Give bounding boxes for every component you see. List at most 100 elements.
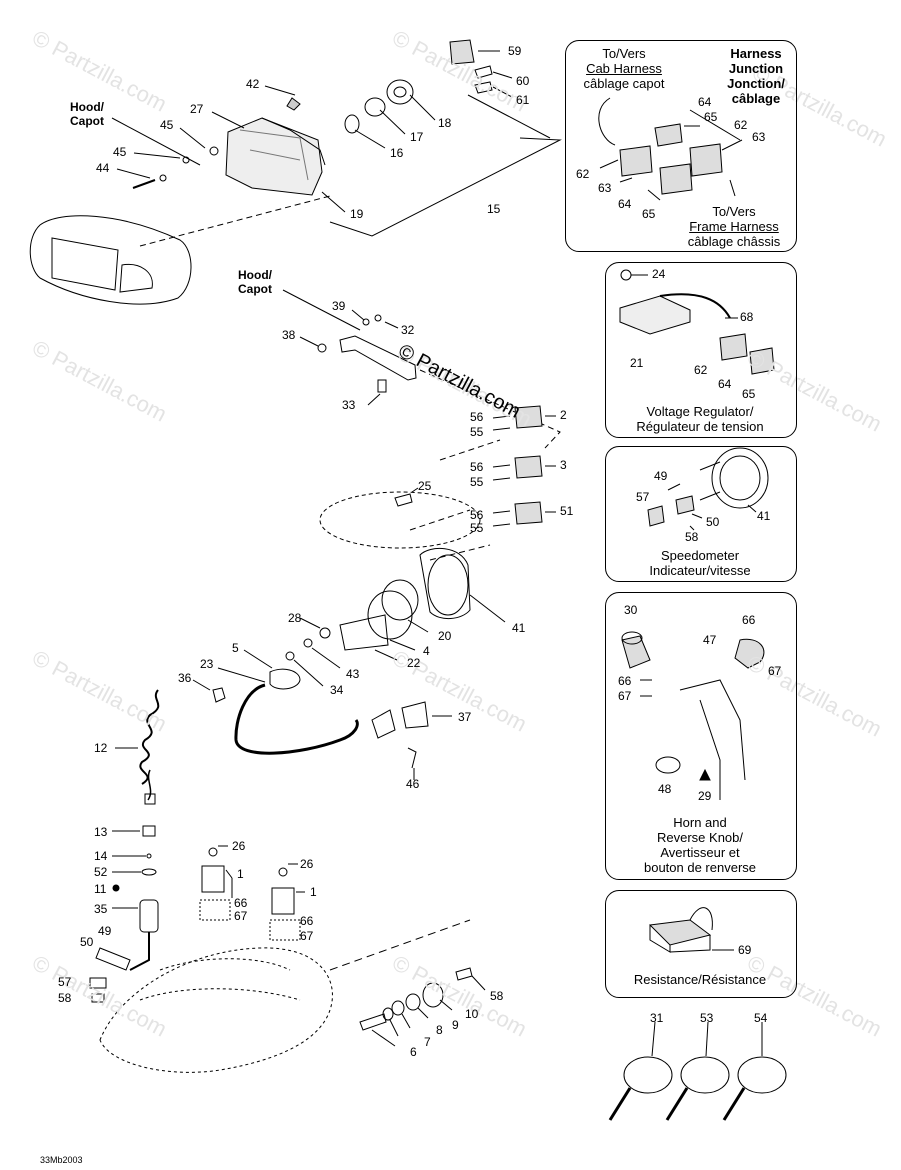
part-number: 57 — [636, 490, 650, 504]
part-number: 68 — [740, 310, 754, 324]
frame-outline — [99, 919, 471, 1073]
horn-knob-art — [621, 631, 765, 800]
speedometer-gauge — [192, 491, 506, 691]
part-number: 7 — [424, 1035, 431, 1049]
part-number: 18 — [438, 116, 452, 130]
part-number: 45 — [113, 145, 127, 159]
part-number: 3 — [560, 458, 567, 472]
part-number: 58 — [685, 530, 699, 544]
part-number: 69 — [738, 943, 752, 957]
part-number: 22 — [407, 656, 421, 670]
part-number: 42 — [246, 77, 260, 91]
part-number: 19 — [350, 207, 364, 221]
top-leaders — [111, 50, 562, 247]
part-number: 4 — [423, 644, 430, 658]
part-number: 17 — [410, 130, 424, 144]
part-number: 49 — [98, 924, 112, 938]
part-number: 57 — [58, 975, 72, 989]
part-number: 66 — [300, 914, 314, 928]
part-number: 56 — [470, 460, 484, 474]
part-number: 67 — [234, 909, 248, 923]
top-connectors — [449, 39, 493, 94]
part-number: 58 — [58, 991, 72, 1005]
part-number: 67 — [300, 929, 314, 943]
resistance-caption: Resistance/Résistance — [633, 972, 767, 987]
part-number: 64 — [698, 95, 712, 109]
part-number: 6 — [410, 1045, 417, 1059]
part-number: 61 — [516, 93, 530, 107]
hood-label: Hood/Capot — [70, 100, 104, 128]
hood-label: Hood/Capot — [238, 268, 272, 296]
part-number: 30 — [624, 603, 638, 617]
voltage-regulator-caption: Voltage Regulator/Régulateur de tension — [636, 404, 764, 434]
part-number: 44 — [96, 161, 110, 175]
harness-junction-box — [565, 40, 797, 252]
part-number: 12 — [94, 741, 108, 755]
cab-harness-note: To/Vers Cab Harness câblage capot — [583, 46, 665, 91]
cable — [212, 683, 359, 755]
part-number: 23 — [200, 657, 214, 671]
part-number: 62 — [694, 363, 708, 377]
mount-bracket — [282, 289, 561, 449]
part-number: 8 — [436, 1023, 443, 1037]
part-number: 62 — [576, 167, 590, 181]
resistance-box — [605, 890, 797, 998]
part-number: 56 — [470, 410, 484, 424]
part-number: 66 — [234, 896, 248, 910]
part-number: 52 — [94, 865, 108, 879]
part-number: 37 — [458, 710, 472, 724]
part-number: 64 — [618, 197, 632, 211]
key-switch-parts — [89, 825, 159, 1003]
clip-and-screw — [371, 701, 452, 780]
part-number: 36 — [178, 671, 192, 685]
part-number: 21 — [630, 356, 644, 370]
frame-harness-note: To/Vers Frame Harness câblage châssis — [687, 204, 781, 249]
part-number: 13 — [94, 825, 108, 839]
part-number: 41 — [757, 509, 771, 523]
part-number: 26 — [232, 839, 246, 853]
part-number: 67 — [768, 664, 782, 678]
part-number: 49 — [654, 469, 668, 483]
part-number: 50 — [706, 515, 720, 529]
part-number: 63 — [752, 130, 766, 144]
resistance-art — [648, 907, 734, 953]
part-number: 54 — [754, 1011, 768, 1025]
part-number: 32 — [401, 323, 415, 337]
voltage-regulator-art — [619, 269, 775, 375]
dash-panel — [29, 215, 192, 305]
part-number: 48 — [658, 782, 672, 796]
speedometer-box-art — [647, 447, 769, 531]
part-number: 67 — [618, 689, 632, 703]
part-number: 65 — [742, 387, 756, 401]
part-number: 27 — [190, 102, 204, 116]
part-number: 65 — [704, 110, 718, 124]
part-number: 5 — [232, 641, 239, 655]
part-number: 55 — [470, 475, 484, 489]
part-number: 9 — [452, 1018, 459, 1032]
part-number: 56 — [470, 508, 484, 522]
part-number: 28 — [288, 611, 302, 625]
part-number: 45 — [160, 118, 174, 132]
cable-ties-art — [608, 1021, 787, 1121]
part-number: 15 — [487, 202, 501, 216]
part-number: 62 — [734, 118, 748, 132]
part-number: 43 — [346, 667, 360, 681]
part-number: 41 — [512, 621, 526, 635]
part-number: 10 — [465, 1007, 479, 1021]
part-number: 34 — [330, 683, 344, 697]
part-number: 51 — [560, 504, 574, 518]
part-number: 66 — [618, 674, 632, 688]
toggle-switches — [199, 845, 305, 941]
coiled-cord — [115, 689, 160, 805]
lamp-socket — [359, 967, 486, 1047]
part-number: 31 — [650, 1011, 664, 1025]
switch-cluster — [394, 405, 556, 561]
part-number: 50 — [80, 935, 94, 949]
part-number: 26 — [300, 857, 314, 871]
harness-junction-art — [598, 97, 743, 201]
part-number: 60 — [516, 74, 530, 88]
part-number: 55 — [470, 425, 484, 439]
part-number: 63 — [598, 181, 612, 195]
part-number: 20 — [438, 629, 452, 643]
